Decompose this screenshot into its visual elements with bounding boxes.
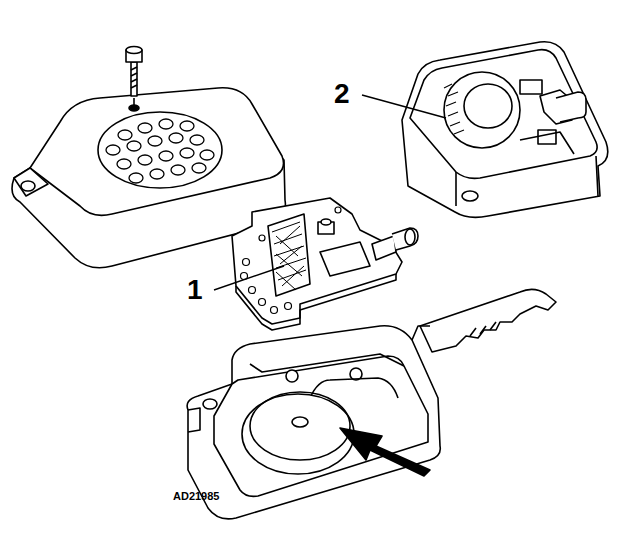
figure-code: AD21985: [173, 491, 219, 502]
key-body: [187, 289, 556, 518]
housing: [402, 42, 608, 218]
callout-number: 1: [187, 276, 203, 304]
leader-line: [214, 266, 284, 290]
leader-line: [362, 95, 446, 118]
pointer-arrow: [340, 428, 430, 476]
callout-number: 2: [334, 80, 350, 108]
circuit-board: [232, 198, 418, 330]
